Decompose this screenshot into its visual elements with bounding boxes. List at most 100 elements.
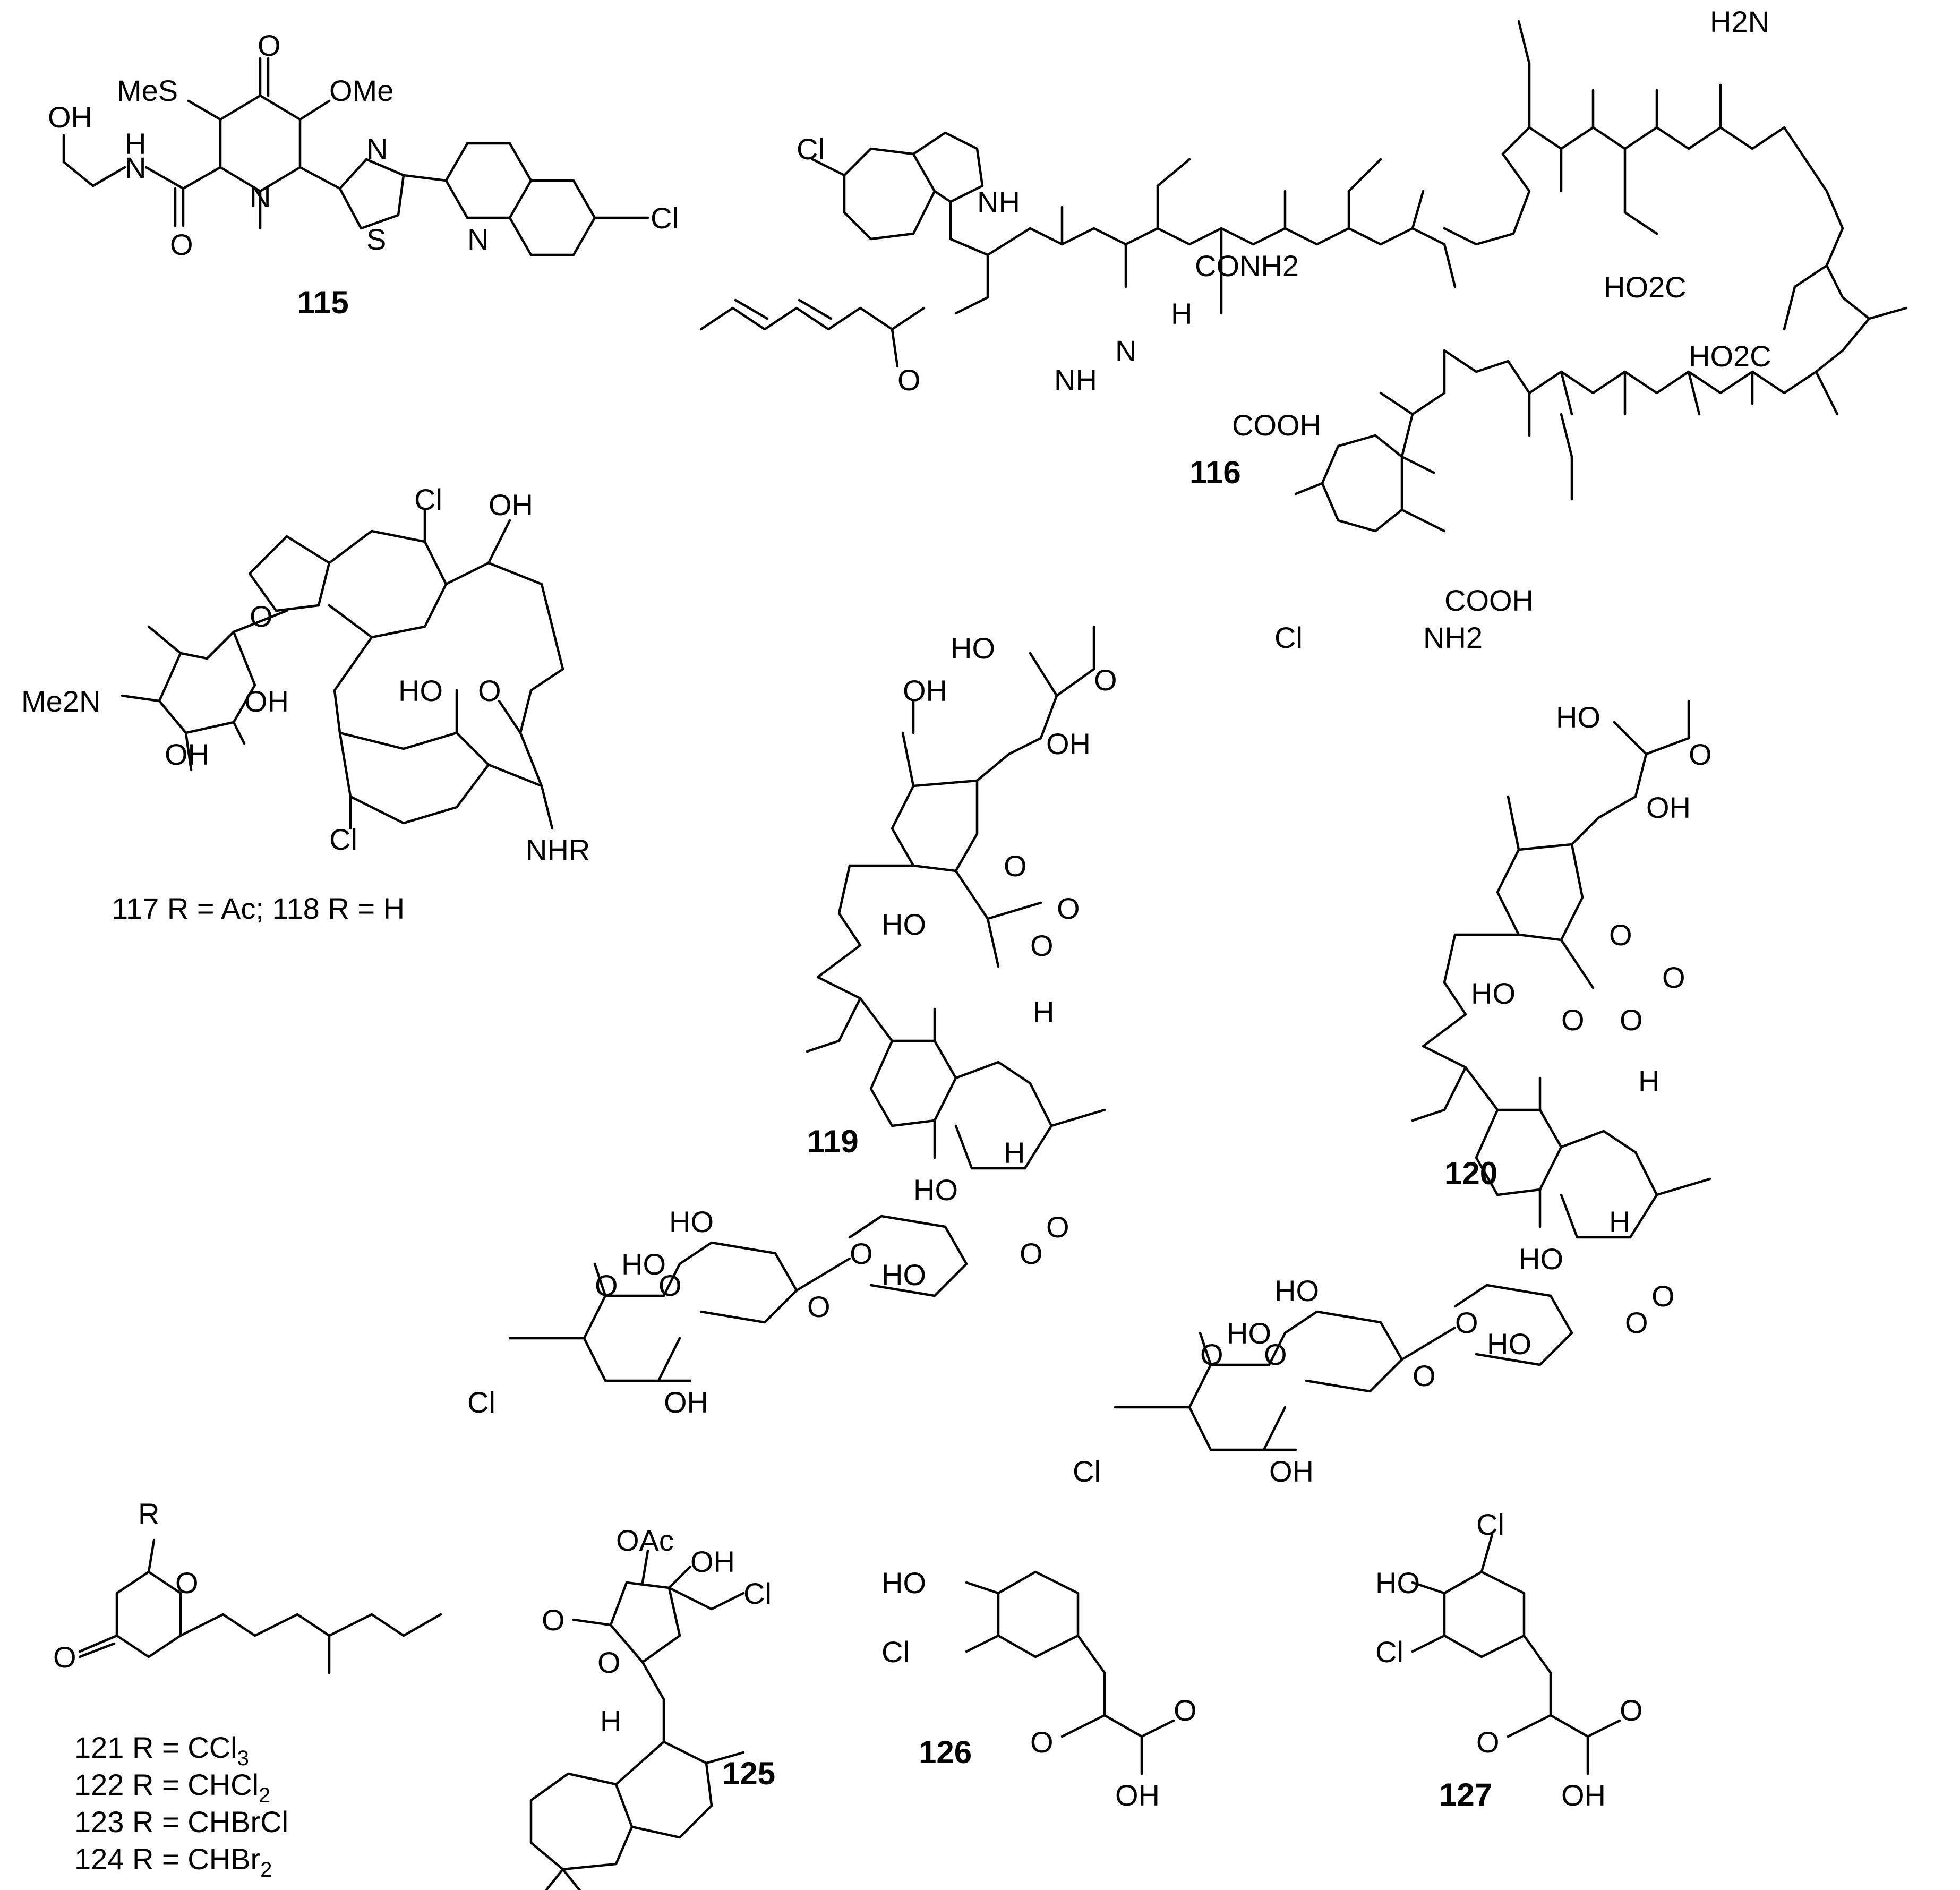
- label: O: [1200, 1338, 1223, 1371]
- compound-127: HO Cl Cl O O OH 127: [1375, 1508, 1643, 1812]
- label: HO2C: [1604, 270, 1687, 304]
- label: HO: [881, 1566, 926, 1600]
- label: NH: [977, 185, 1020, 219]
- label: N: [1115, 334, 1136, 367]
- label: O: [1689, 738, 1712, 771]
- label: OAc: [616, 1524, 674, 1557]
- label: Cl: [414, 483, 442, 516]
- compound-caption: 117 R = Ac; 118 R = H: [112, 892, 405, 925]
- label: O: [1609, 918, 1632, 952]
- label: O: [542, 1603, 565, 1637]
- label: HO: [1274, 1274, 1319, 1307]
- label: O: [1094, 663, 1117, 697]
- compound-116: H2N Cl NH CONH2 COOH COOH HO2C HO2C NH2 …: [699, 5, 1908, 654]
- label: Cl: [1476, 1508, 1504, 1541]
- label: O: [1174, 1694, 1197, 1727]
- label: OH: [489, 488, 533, 521]
- compound-number: 126: [919, 1734, 972, 1770]
- label: Cl: [881, 1635, 910, 1669]
- label: O: [478, 674, 501, 707]
- label: O: [1046, 1210, 1069, 1244]
- label: O: [1561, 1003, 1585, 1037]
- label: HO: [1556, 700, 1600, 734]
- label: O: [595, 1269, 618, 1302]
- label: COOH: [1444, 584, 1534, 617]
- label: N: [250, 180, 271, 213]
- label: HO: [669, 1205, 714, 1238]
- label: H: [1033, 995, 1054, 1029]
- label: Cl: [743, 1577, 772, 1610]
- label: O: [1455, 1306, 1478, 1339]
- label: H: [1609, 1205, 1630, 1238]
- label: H2N: [1710, 5, 1769, 38]
- label: HO: [398, 674, 443, 707]
- label: Cl: [1375, 1635, 1403, 1669]
- compound-number: 115: [297, 285, 349, 320]
- label: H: [600, 1704, 621, 1738]
- label: O: [170, 228, 193, 261]
- label: O: [1020, 1237, 1043, 1270]
- label: O: [1476, 1725, 1500, 1759]
- label: NH: [1054, 363, 1097, 397]
- label: HO: [913, 1173, 958, 1207]
- label: O: [1625, 1306, 1648, 1339]
- compound-125: OAc OH O O Cl H 125: [529, 1524, 775, 1890]
- caption-line: 124 R = CHBr2: [74, 1842, 272, 1882]
- label: HO: [1519, 1242, 1563, 1276]
- compound-number: 116: [1189, 455, 1241, 490]
- label: N: [366, 132, 388, 166]
- caption-line: 122 R = CHCl2: [74, 1768, 270, 1807]
- label: HO: [881, 908, 926, 941]
- compound-120: HO O OH HO O O O O H H O HO HO HO HO O O…: [1073, 699, 1712, 1488]
- label: OH: [664, 1386, 708, 1419]
- label: R: [138, 1497, 159, 1530]
- label: O: [258, 29, 281, 62]
- label: H: [1171, 297, 1192, 330]
- caption-line: 123 R = CHBrCl: [74, 1805, 288, 1838]
- label: O: [1030, 1725, 1054, 1759]
- compound-117-118: Cl OH O Me2N OH OH HO O Cl NHR 117 R = A…: [21, 483, 590, 925]
- label: Cl: [467, 1386, 495, 1419]
- label: O: [1651, 1279, 1675, 1313]
- label: O: [1620, 1694, 1643, 1727]
- label: HO: [1471, 977, 1516, 1010]
- label: OMe: [329, 74, 393, 107]
- label: COOH: [1232, 408, 1321, 442]
- label: OH: [903, 674, 947, 707]
- label: HO: [951, 631, 995, 665]
- label: O: [1004, 849, 1027, 883]
- label: O: [1057, 892, 1080, 925]
- compound-number: 125: [722, 1756, 775, 1791]
- label: OH: [1561, 1778, 1606, 1812]
- label: Cl: [797, 132, 825, 166]
- label: O: [175, 1566, 199, 1600]
- caption-line: 121 R = CCl3: [74, 1731, 249, 1770]
- compound-number: 119: [807, 1124, 859, 1159]
- compound-126: HO Cl O O OH 126: [881, 1566, 1197, 1812]
- label: Cl: [1274, 621, 1303, 654]
- label: HO2C: [1689, 339, 1771, 373]
- label: O: [897, 363, 921, 397]
- label: MeS: [117, 74, 178, 107]
- compound-121-124: R O O 121 R = CCl3 122 R = CHCl2 123 R =…: [53, 1497, 442, 1882]
- label: O: [1030, 929, 1054, 962]
- label: N: [467, 223, 489, 256]
- label: O: [850, 1237, 873, 1270]
- label: OH: [244, 685, 289, 718]
- label: Cl: [651, 201, 679, 235]
- label: H: [1004, 1136, 1025, 1169]
- label: OH: [1046, 727, 1091, 760]
- label: HO: [1375, 1566, 1420, 1600]
- label: H: [125, 127, 146, 160]
- label: NH2: [1423, 621, 1483, 654]
- label: CONH2: [1195, 249, 1299, 283]
- compound-number: 120: [1444, 1156, 1497, 1191]
- label: O: [1620, 1003, 1643, 1037]
- label: H: [1638, 1064, 1659, 1098]
- label: HO: [881, 1258, 926, 1292]
- compound-119: HO O OH OH HO O O O H H O HO HO HO HO O …: [467, 625, 1117, 1419]
- label: OH: [165, 738, 209, 771]
- label: O: [53, 1640, 76, 1674]
- label: N: [125, 151, 146, 184]
- label: O: [1264, 1338, 1287, 1371]
